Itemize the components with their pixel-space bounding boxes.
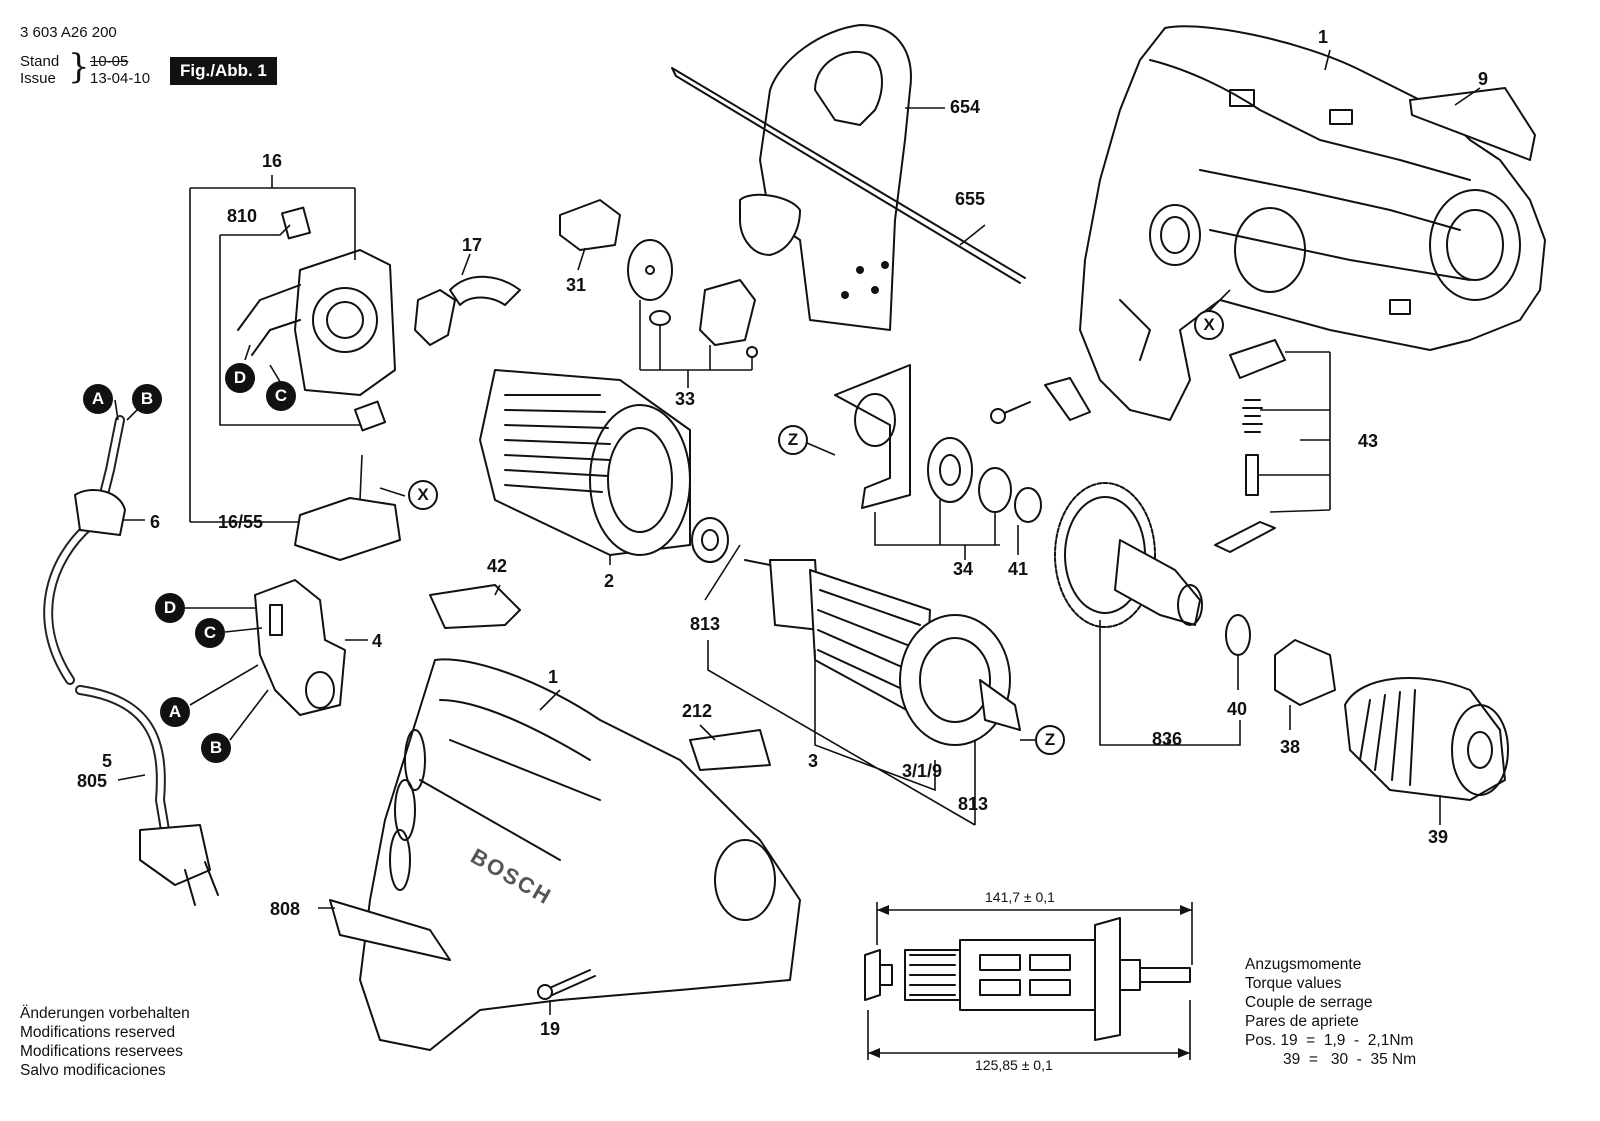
callout-43: 43 <box>1358 431 1379 451</box>
torque-heading-en: Torque values <box>1245 975 1342 992</box>
armature-dimension-drawing <box>864 917 1191 1041</box>
torque-heading-fr: Couple de serrage <box>1245 994 1373 1011</box>
callout-805: 805 <box>77 771 108 791</box>
callout-836: 836 <box>1152 729 1183 749</box>
bearing-nut-part <box>1274 639 1336 706</box>
torque-heading-de: Anzugsmomente <box>1245 956 1362 973</box>
callout-41: 41 <box>1008 559 1029 579</box>
note-en: Modifications reserved <box>20 1024 176 1041</box>
modification-notes: Änderungen vorbehalten Modifications res… <box>20 1004 190 1080</box>
mains-cable-part <box>43 415 219 906</box>
chuck-part <box>1344 677 1509 801</box>
marker-b-cable: B <box>132 384 162 414</box>
figure-badge: Fig./Abb. 1 <box>170 57 277 85</box>
baffle-plate-part <box>834 364 911 509</box>
marker-c-switch: C <box>195 618 225 648</box>
callout-38: 38 <box>1280 737 1301 757</box>
dimension-arrowheads <box>868 905 1192 1058</box>
dimension-bottom: 125,85 ± 0,1 <box>975 1057 1053 1073</box>
torque-pos-19: Pos. 19 = 1,9 - 2,1Nm <box>1245 1032 1414 1049</box>
callout-813-right: 813 <box>958 794 989 814</box>
marker-a-switch: A <box>160 697 190 727</box>
torque-heading-es: Pares de apriete <box>1245 1013 1359 1030</box>
note-es: Salvo modificaciones <box>20 1062 166 1079</box>
marker-d-brush: D <box>225 363 255 393</box>
fan-bushing-part <box>927 437 1042 523</box>
armature-part <box>744 559 1021 746</box>
brush-holder-part <box>237 206 396 432</box>
callout-9: 9 <box>1478 69 1489 89</box>
callout-808: 808 <box>270 899 301 919</box>
switch-lever-part <box>1229 339 1286 379</box>
stator-part <box>479 369 691 556</box>
marker-c-brush: C <box>266 381 296 411</box>
label-strip-part <box>1409 87 1536 161</box>
note-de: Änderungen vorbehalten <box>20 1005 190 1022</box>
marker-z-armature: Z <box>1035 725 1065 755</box>
callout-42: 42 <box>487 556 508 576</box>
marker-a-cable: A <box>83 384 113 414</box>
callout-40: 40 <box>1227 699 1248 719</box>
brush-cover-part <box>449 275 521 306</box>
callout-1-bottom: 1 <box>548 667 559 687</box>
brace-symbol: } <box>68 47 90 87</box>
callout-17: 17 <box>462 235 483 255</box>
note-fr: Modifications reservees <box>20 1043 183 1060</box>
brush-plate-part <box>294 497 401 561</box>
marker-d-switch: D <box>155 593 185 623</box>
dimension-top: 141,7 ± 0,1 <box>985 889 1055 905</box>
housing-half-right-part <box>1079 25 1546 421</box>
callout-654: 654 <box>950 97 981 117</box>
callout-3-1-9: 3/1/9 <box>902 761 943 781</box>
marker-x-housing: X <box>1194 310 1224 340</box>
callout-16: 16 <box>262 151 283 171</box>
marker-b-switch: B <box>201 733 231 763</box>
cover-31-part <box>559 199 621 251</box>
callout-212: 212 <box>682 701 713 721</box>
marker-z-plate: Z <box>778 425 808 455</box>
torque-values-block: Anzugsmomente Torque values Couple de se… <box>1245 955 1416 1069</box>
callout-813-left: 813 <box>690 614 721 634</box>
callout-2: 2 <box>604 571 615 591</box>
switch-part <box>254 579 346 716</box>
callout-34: 34 <box>953 559 974 579</box>
depth-stop-rod-part <box>671 67 1026 284</box>
label-212-part <box>689 729 771 771</box>
callout-4: 4 <box>372 631 383 651</box>
torque-pos-39: 39 = 30 - 35 Nm <box>1283 1051 1417 1068</box>
callout-1-top: 1 <box>1318 27 1329 47</box>
callout-655: 655 <box>955 189 986 209</box>
marker-x-brush-plate: X <box>408 480 438 510</box>
housing-half-left-part <box>329 658 801 1051</box>
screw-part <box>544 969 596 997</box>
callout-19: 19 <box>540 1019 561 1039</box>
callout-6: 6 <box>150 512 161 532</box>
callout-33: 33 <box>675 389 696 409</box>
retaining-ring-part <box>1225 614 1251 656</box>
stand-label: Stand <box>20 53 60 70</box>
callout-16-55: 16/55 <box>218 512 264 532</box>
document-number: 3 603 A26 200 <box>20 24 117 41</box>
circuit-board-part <box>429 584 521 629</box>
callout-3: 3 <box>808 751 819 771</box>
auxiliary-handle-part <box>739 24 912 331</box>
gear-shaft-part <box>1054 482 1203 628</box>
callout-39: 39 <box>1428 827 1449 847</box>
callout-31: 31 <box>566 275 587 295</box>
callout-5: 5 <box>102 751 113 771</box>
issue-value: 13-04-10 <box>90 70 151 87</box>
issue-label: Issue <box>20 70 56 87</box>
callout-810: 810 <box>227 206 258 226</box>
stand-value: 10-05 <box>90 53 129 70</box>
